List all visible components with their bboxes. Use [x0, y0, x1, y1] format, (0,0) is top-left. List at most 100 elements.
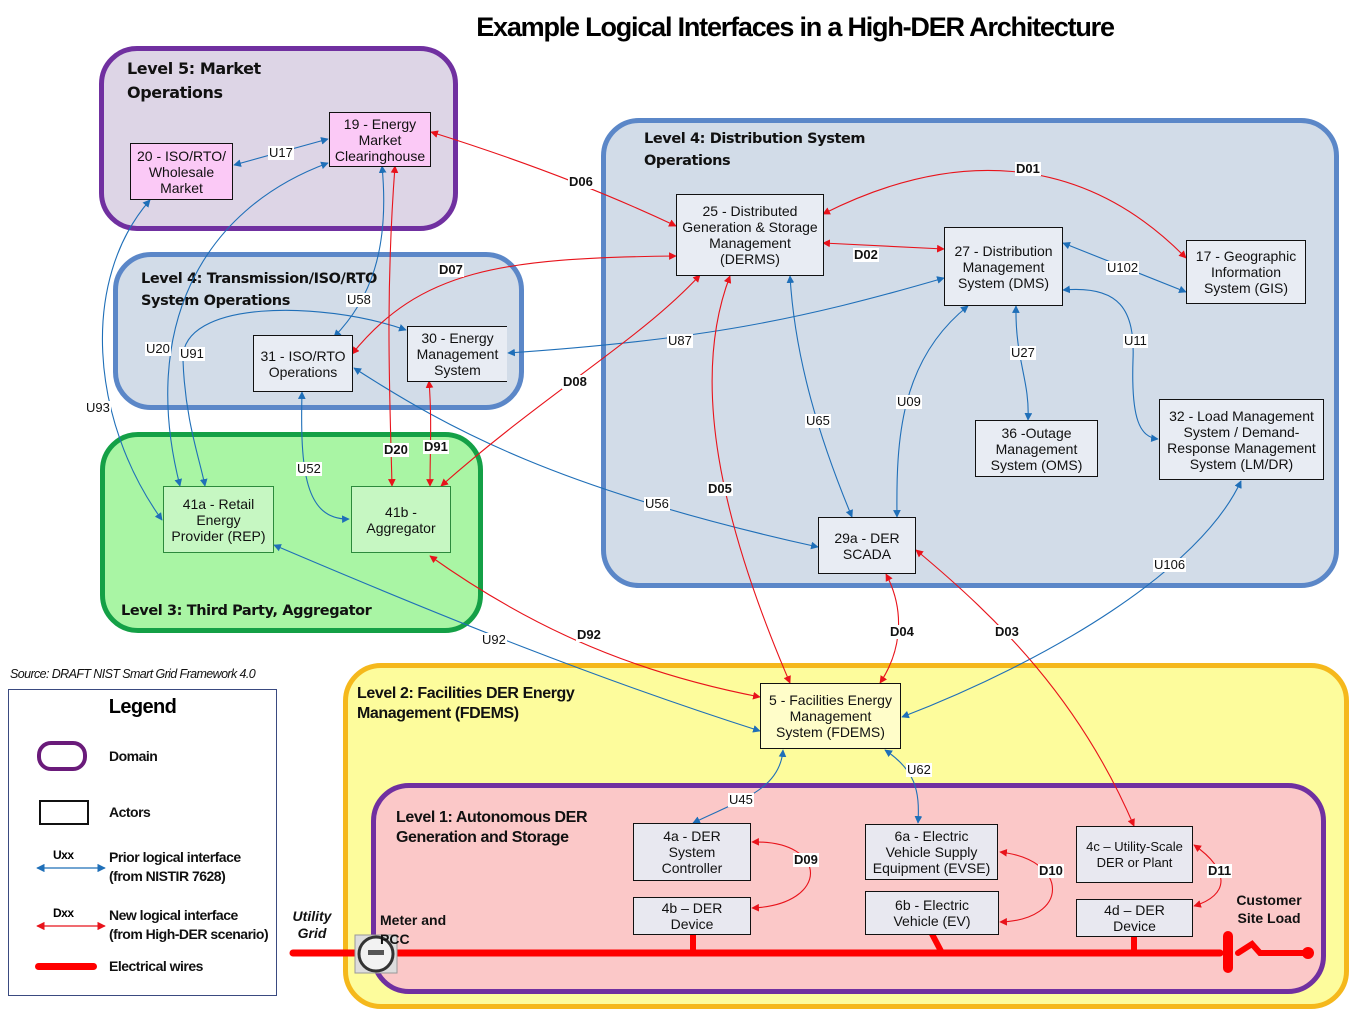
actor-6b-electric-vehicle[interactable]: 6b - Electric Vehicle (EV)	[865, 891, 999, 935]
actor-4a-der-system-controller[interactable]: 4a - DER System Controller	[633, 823, 751, 881]
actor-27-dms[interactable]: 27 - Distribution Management System (DMS…	[944, 227, 1063, 306]
interface-label-D08: D08	[562, 374, 588, 389]
interface-label-U11: U11	[1123, 333, 1148, 348]
line-D91	[425, 380, 434, 487]
legend-new-interface-label: New logical interface (from High-DER sce…	[109, 907, 269, 942]
line-D06	[430, 130, 677, 227]
diagram-title: Example Logical Interfaces in a High-DER…	[476, 12, 1115, 42]
customer-site-load-label: Customer Site Load	[1236, 892, 1302, 926]
legend-wire-swatch	[35, 963, 97, 970]
interface-label-D91: D91	[423, 439, 449, 454]
line-U11	[1062, 285, 1159, 443]
domain-level1-label: Level 1: Autonomous DER Generation and S…	[396, 809, 588, 846]
line-D03	[915, 549, 1135, 827]
interface-label-D05: D05	[707, 481, 733, 496]
actor-25-derms[interactable]: 25 - Distributed Generation & Storage Ma…	[676, 194, 824, 276]
interface-label-U91: U91	[179, 346, 205, 361]
meter-pcc-label: Meter and PCC	[380, 912, 447, 947]
domain-level1-autonomous-der	[371, 783, 1326, 994]
interface-label-D03: D03	[994, 624, 1020, 639]
interface-label-U45: U45	[728, 792, 754, 807]
line-U09	[893, 305, 969, 518]
line-D05	[711, 275, 791, 684]
line-U58	[333, 165, 387, 338]
interface-label-D04: D04	[889, 624, 915, 639]
legend-title: Legend	[108, 696, 177, 718]
line-D11	[1193, 844, 1222, 908]
line-U65	[786, 275, 853, 518]
interface-label-D10: D10	[1038, 863, 1064, 878]
legend-prior-interface-label: Prior logical interface (from NISTIR 762…	[109, 849, 241, 884]
interface-label-U102: U102	[1106, 260, 1140, 275]
interface-label-U106: U106	[1153, 557, 1187, 572]
line-U87	[507, 276, 945, 357]
interface-label-U20: U20	[145, 341, 171, 356]
actor-5-fdems[interactable]: 5 - Facilities Energy Management System …	[760, 683, 901, 749]
interface-label-D02: D02	[853, 247, 879, 262]
interface-label-U27: U27	[1010, 345, 1036, 360]
actor-20-iso-rto-wholesale-market[interactable]: 20 - ISO/RTO/ Wholesale Market	[130, 143, 233, 200]
legend-new-interface-arrow	[36, 921, 106, 931]
line-U27	[1012, 305, 1033, 421]
line-D07	[351, 252, 677, 355]
actor-41b-aggregator[interactable]: 41b - Aggregator	[351, 486, 451, 553]
interface-label-D11: D11	[1207, 863, 1233, 878]
interface-label-D09: D09	[793, 852, 819, 867]
electrical-wire-6b	[929, 931, 945, 956]
legend-actor-swatch	[39, 800, 89, 825]
line-D08	[440, 274, 701, 487]
actor-4c-utility-scale-der[interactable]: 4c – Utility-Scale DER or Plant	[1076, 826, 1193, 883]
legend-dxx-tag: Dxx	[53, 906, 74, 920]
actor-36-oms[interactable]: 36 -Outage Management System (OMS)	[975, 420, 1098, 477]
legend-panel: Legend Domain Actors Uxx Prior logical i…	[8, 689, 277, 996]
actor-29a-der-scada[interactable]: 29a - DER SCADA	[818, 517, 916, 574]
line-U20	[167, 161, 329, 487]
line-D02	[822, 239, 945, 253]
line-U92	[273, 544, 761, 733]
legend-prior-interface-arrow	[36, 863, 106, 873]
actor-17-gis[interactable]: 17 - Geographic Information System (GIS)	[1186, 240, 1306, 304]
domain-level5-label: Level 5: Market Operations	[127, 59, 261, 102]
line-U93	[101, 199, 163, 521]
source-citation: Source: DRAFT NIST Smart Grid Framework …	[10, 667, 256, 681]
interface-label-D92: D92	[576, 627, 602, 642]
interface-label-U92: U92	[481, 632, 507, 647]
actor-32-lm-dr[interactable]: 32 - Load Management System / Demand- Re…	[1159, 399, 1324, 480]
actor-31-iso-rto-operations[interactable]: 31 - ISO/RTO Operations	[253, 335, 353, 392]
interface-label-U52: U52	[296, 461, 322, 476]
line-U62	[884, 749, 923, 824]
line-U52	[297, 391, 350, 523]
line-U91	[182, 309, 407, 487]
line-D10	[999, 848, 1053, 926]
actor-19-energy-market-clearinghouse[interactable]: 19 - Energy Market Clearinghouse	[329, 112, 431, 167]
line-U106	[901, 480, 1242, 719]
legend-uxx-tag: Uxx	[53, 848, 74, 862]
legend-domain-label: Domain	[109, 748, 158, 764]
legend-domain-swatch	[37, 741, 87, 771]
load-terminal	[1302, 947, 1314, 959]
interface-label-D20: D20	[383, 442, 409, 457]
interface-label-U62: U62	[906, 762, 932, 777]
interface-label-D06: D06	[568, 174, 594, 189]
interface-label-D01: D01	[1015, 161, 1041, 176]
interface-label-U17: U17	[268, 145, 294, 160]
utility-grid-label: Utility Grid	[292, 908, 332, 941]
line-D01	[822, 169, 1187, 259]
legend-wires-label: Electrical wires	[109, 958, 203, 974]
interface-label-D07: D07	[438, 262, 464, 277]
interface-label-U65: U65	[805, 413, 831, 428]
interface-label-U87: U87	[667, 333, 693, 348]
legend-actors-label: Actors	[109, 804, 151, 820]
actor-4d-der-device[interactable]: 4d – DER Device	[1076, 899, 1193, 937]
meter-icon	[354, 934, 398, 974]
interface-label-U56: U56	[644, 496, 670, 511]
actor-4b-der-device[interactable]: 4b – DER Device	[633, 897, 751, 935]
actor-41a-retail-energy-provider[interactable]: 41a - Retail Energy Provider (REP)	[163, 486, 274, 553]
line-D09	[751, 837, 811, 912]
actor-30-energy-management-system[interactable]: 30 - Energy Management System	[407, 326, 507, 382]
interface-label-U58: U58	[346, 292, 372, 307]
actor-6a-evse[interactable]: 6a - Electric Vehicle Supply Equipment (…	[865, 824, 998, 880]
interface-label-U09: U09	[896, 394, 922, 409]
